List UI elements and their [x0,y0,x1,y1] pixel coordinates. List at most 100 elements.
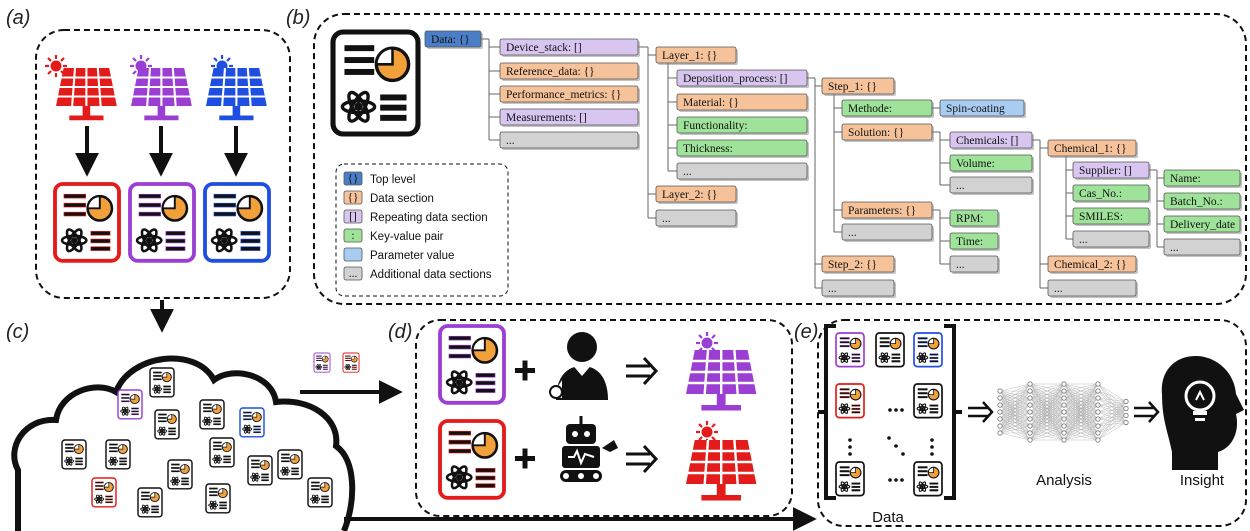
svg-text:Additional data sections: Additional data sections [370,269,492,281]
tree-node: Methode: [841,99,934,118]
svg-text:Data: {}: Data: {} [431,34,470,46]
tree-node: SMILES: [1072,207,1151,226]
document-icon [835,383,865,419]
svg-text:Cas_No.:: Cas_No.: [1079,188,1122,200]
svg-text:Key-value pair: Key-value pair [370,231,444,243]
svg-text:Step_1: {}: Step_1: {} [828,81,877,93]
solar-panel-icon [54,66,118,122]
implies-icon [626,356,659,474]
svg-text:Performance_metrics: {}: Performance_metrics: {} [506,89,621,101]
legend-item: ... Additional data sections [343,266,492,281]
sun-icon [694,419,720,445]
svg-text:Chemical_1: {}: Chemical_1: {} [1054,143,1127,155]
svg-text:...: ... [1054,283,1063,295]
svg-text:Time:: Time: [956,236,983,248]
svg-text:Delivery_date: Delivery_date [1170,219,1235,231]
document-icon [209,437,235,468]
robot-icon [560,416,618,482]
tree-node: RPM: [949,209,1000,228]
svg-text:Reference_data: {}: Reference_data: {} [506,66,595,78]
document-icon [91,477,117,508]
legend-item: Parameter value [343,247,454,262]
neural-network-icon [997,381,1129,443]
solar-panel-icon [684,348,758,412]
document-icon [333,32,418,134]
svg-text:Parameters: {}: Parameters: {} [848,205,916,217]
tree: Data: {}Device_stack: []Reference_data: … [424,30,1242,298]
tree-node: ... [949,255,1000,274]
tree-node: Spin-coating [939,99,1026,118]
head-lightbulb-icon [1161,356,1244,470]
data-matrix [835,332,943,497]
tree-node: Layer_1: {} [655,46,738,65]
document-icon [203,182,271,263]
svg-text:Batch_No.:: Batch_No.: [1170,196,1223,208]
tree-node: ... [949,176,1034,195]
solar-panel-icon [684,438,758,502]
tree-connectors [481,38,1164,289]
tree-node: Delivery_date [1163,215,1242,234]
panel-a-frame [35,29,291,299]
svg-text:[]: [] [349,211,357,223]
tree-node: Layer_2: {} [655,185,738,204]
solar-panel-icon [129,66,193,122]
document-icon [835,461,865,497]
legend: {} Top level {} Data section [] Repeating dat… [343,171,492,281]
svg-text:Deposition_process: []: Deposition_process: [] [683,73,787,85]
document-icon [167,459,193,490]
panel-b-label: (b) [286,7,310,29]
tree-node: Solution: {} [841,123,934,142]
svg-text:RPM:: RPM: [956,213,984,225]
svg-text:...: ... [956,259,965,271]
tree-node: ... [655,209,738,228]
svg-text:...: ... [1079,234,1088,246]
svg-text:Measurements: []: Measurements: [] [506,112,587,124]
svg-text:Volume:: Volume: [956,158,995,170]
svg-text:...: ... [848,227,857,239]
svg-text:Layer_2: {}: Layer_2: {} [662,189,717,201]
solar-panel-icon [204,66,268,122]
tree-node: Step_1: {} [821,77,896,96]
svg-text:Layer_1: {}: Layer_1: {} [662,50,717,62]
legend-item: {} Data section [343,190,434,205]
tree-node: Supplier: [] [1072,161,1151,180]
panel-d-frame [415,319,793,517]
document-icon [342,352,360,373]
tree-node: Performance_metrics: {} [499,85,640,104]
tree-node: Parameters: {} [841,201,934,220]
tree-node: Thickness: [676,139,809,158]
svg-text:Repeating data section: Repeating data section [370,212,488,224]
tree-node: ... [821,279,896,298]
tree-node: ... [676,162,809,181]
tree-node: Material: {} [676,93,809,112]
svg-text:{}: {} [347,192,358,204]
svg-text:...: ... [349,268,358,280]
scientist-icon [549,332,608,400]
analysis-label: Analysis [1036,472,1092,489]
tree-node: Chemical_1: {} [1047,139,1138,158]
document-icon [199,399,225,430]
insight-label: Insight [1180,472,1225,489]
tree-node: Volume: [949,154,1034,173]
svg-text:Top level: Top level [370,174,415,186]
svg-text:Methode:: Methode: [848,103,892,115]
tree-node: ... [1047,279,1138,298]
document-icon [137,487,163,518]
document-icon [105,439,131,470]
tree-node: ... [1163,238,1242,257]
document-icon [239,407,265,438]
svg-text:Data section: Data section [370,193,434,205]
svg-text:Chemical_2: {}: Chemical_2: {} [1054,259,1127,271]
document-icon [149,367,175,398]
document-icon [53,182,121,263]
svg-text:Step_2: {}: Step_2: {} [828,259,877,271]
panel-b-frame [313,13,1247,305]
tree-node: Chemical_2: {} [1047,255,1138,274]
tree-node: ... [499,131,640,150]
svg-text:...: ... [662,213,671,225]
svg-text:Supplier: []: Supplier: [] [1079,165,1132,177]
legend-item: [] Repeating data section [343,209,488,224]
data-label: Data [872,509,904,526]
tree-node: Cas_No.: [1072,184,1151,203]
